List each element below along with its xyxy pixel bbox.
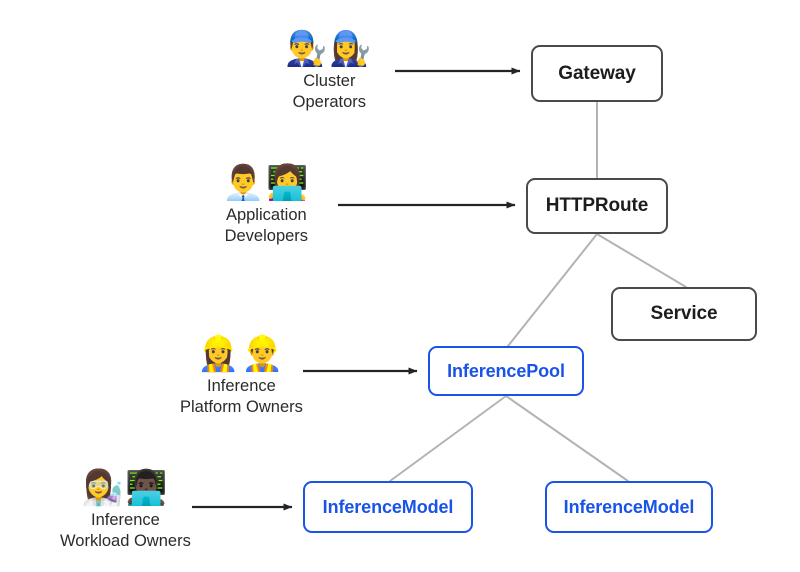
- persona-application-developers: 👨‍💼👩‍💻Application Developers: [222, 163, 311, 247]
- node-httproute[interactable]: HTTPRoute: [526, 178, 668, 234]
- persona-label: Inference Workload Owners: [60, 511, 191, 550]
- node-label: HTTPRoute: [545, 195, 649, 216]
- node-inferencepool[interactable]: InferencePool: [428, 346, 584, 396]
- node-label: InferencePool: [447, 360, 565, 381]
- node-label: Service: [650, 303, 718, 324]
- node-gateway[interactable]: Gateway: [531, 45, 663, 102]
- node-label: InferenceModel: [322, 496, 454, 517]
- office-worker-technologist-pair-icon: 👨‍💼👩‍💻: [222, 163, 311, 203]
- edge-httproute-to-inferencepool: [507, 233, 598, 347]
- persona-cluster-operators: 👨‍🔧👩‍🔧Cluster Operators: [285, 29, 374, 113]
- node-label: Gateway: [558, 62, 636, 84]
- persona-inference-workload-owners: 👩‍🔬👨🏿‍💻Inference Workload Owners: [60, 468, 191, 552]
- mechanic-pair-icon: 👨‍🔧👩‍🔧: [285, 29, 374, 69]
- persona-ownership-arrows: [192, 67, 521, 511]
- edge-httproute-to-service: [596, 233, 687, 288]
- persona-label: Cluster Operators: [292, 72, 367, 111]
- edge-inferencepool-to-inferencemodel-left: [389, 395, 507, 482]
- persona-label: Application Developers: [224, 206, 309, 245]
- node-service[interactable]: Service: [611, 287, 757, 341]
- node-label: InferenceModel: [563, 496, 695, 517]
- construction-worker-pair-icon: 👷‍♀️👷‍♂️: [197, 334, 286, 374]
- persona-inference-platform-owners: 👷‍♀️👷‍♂️Inference Platform Owners: [180, 334, 303, 418]
- scientist-technologist-pair-icon: 👩‍🔬👨🏿‍💻: [81, 468, 170, 508]
- persona-label: Inference Platform Owners: [180, 377, 303, 416]
- edge-inferencepool-to-inferencemodel-right: [505, 395, 629, 482]
- node-inferencemodel-right[interactable]: InferenceModel: [545, 481, 713, 533]
- node-inferencemodel-left[interactable]: InferenceModel: [303, 481, 473, 533]
